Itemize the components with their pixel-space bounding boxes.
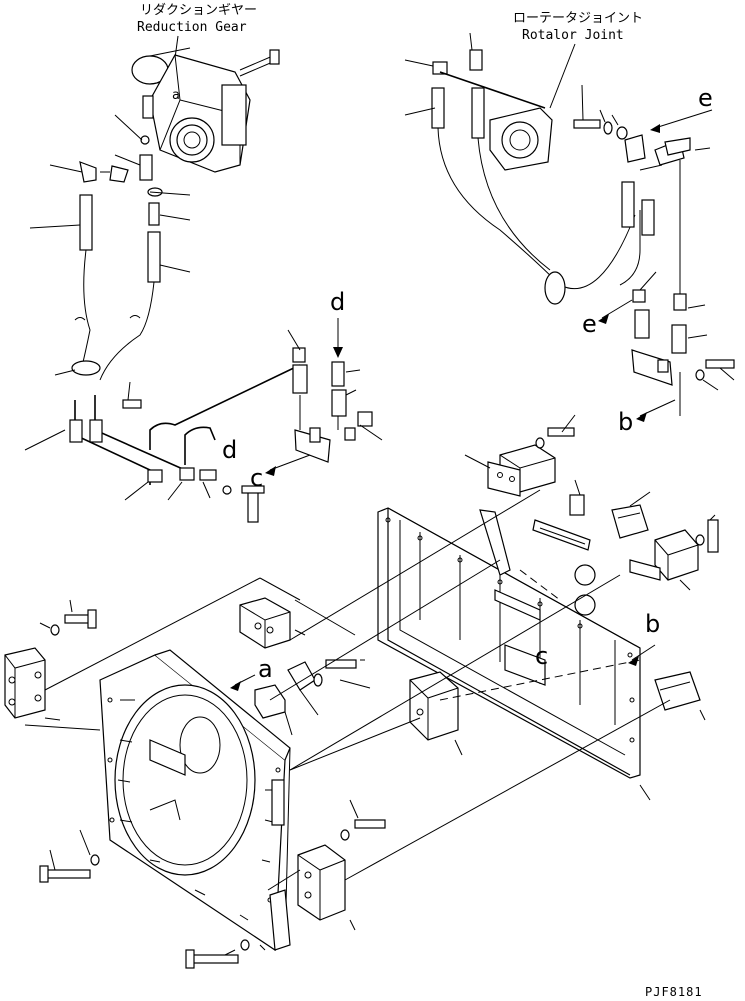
left-blocks bbox=[4, 597, 356, 721]
rotator-joint-assembly: e bbox=[404, 32, 713, 305]
right-side-pads bbox=[611, 491, 719, 721]
ref-c-middle: c bbox=[250, 464, 263, 492]
rotator-joint-label-en: Rotalor Joint bbox=[522, 28, 624, 43]
ref-a-gear: a bbox=[172, 88, 180, 103]
upper-spacer-pads bbox=[464, 414, 576, 497]
main-frame: c b bbox=[377, 479, 660, 801]
ref-d-middle: d bbox=[330, 288, 345, 316]
ref-c-frame: c bbox=[535, 642, 548, 670]
rotator-joint-label: ローテータジョイント Rotalor Joint bbox=[513, 11, 643, 43]
housing-plate: a bbox=[99, 649, 371, 952]
ref-b-frame: b bbox=[645, 610, 660, 638]
ref-e-lower: e bbox=[582, 310, 597, 338]
ref-a-housing: a bbox=[258, 655, 273, 683]
right-valve-block: e b bbox=[582, 271, 735, 436]
reduction-gear-label-en: Reduction Gear bbox=[137, 20, 247, 35]
drawing-code: PJF8181 bbox=[645, 985, 703, 999]
lower-blocks bbox=[39, 671, 463, 969]
reduction-gear-label-jp: リダクションギヤー bbox=[140, 3, 257, 18]
rotator-joint-label-jp: ローテータジョイント bbox=[513, 11, 643, 26]
reduction-gear-label: リダクションギヤー Reduction Gear bbox=[137, 3, 257, 35]
connector-lines bbox=[24, 489, 671, 891]
reduction-gear-assembly: a bbox=[49, 35, 280, 283]
ref-d-left: d bbox=[222, 436, 237, 464]
left-hose-circuit: d bbox=[24, 194, 301, 523]
middle-valve-block: d c bbox=[250, 288, 383, 492]
ref-e-top: e bbox=[698, 84, 713, 112]
ref-b-top: b bbox=[618, 408, 633, 436]
